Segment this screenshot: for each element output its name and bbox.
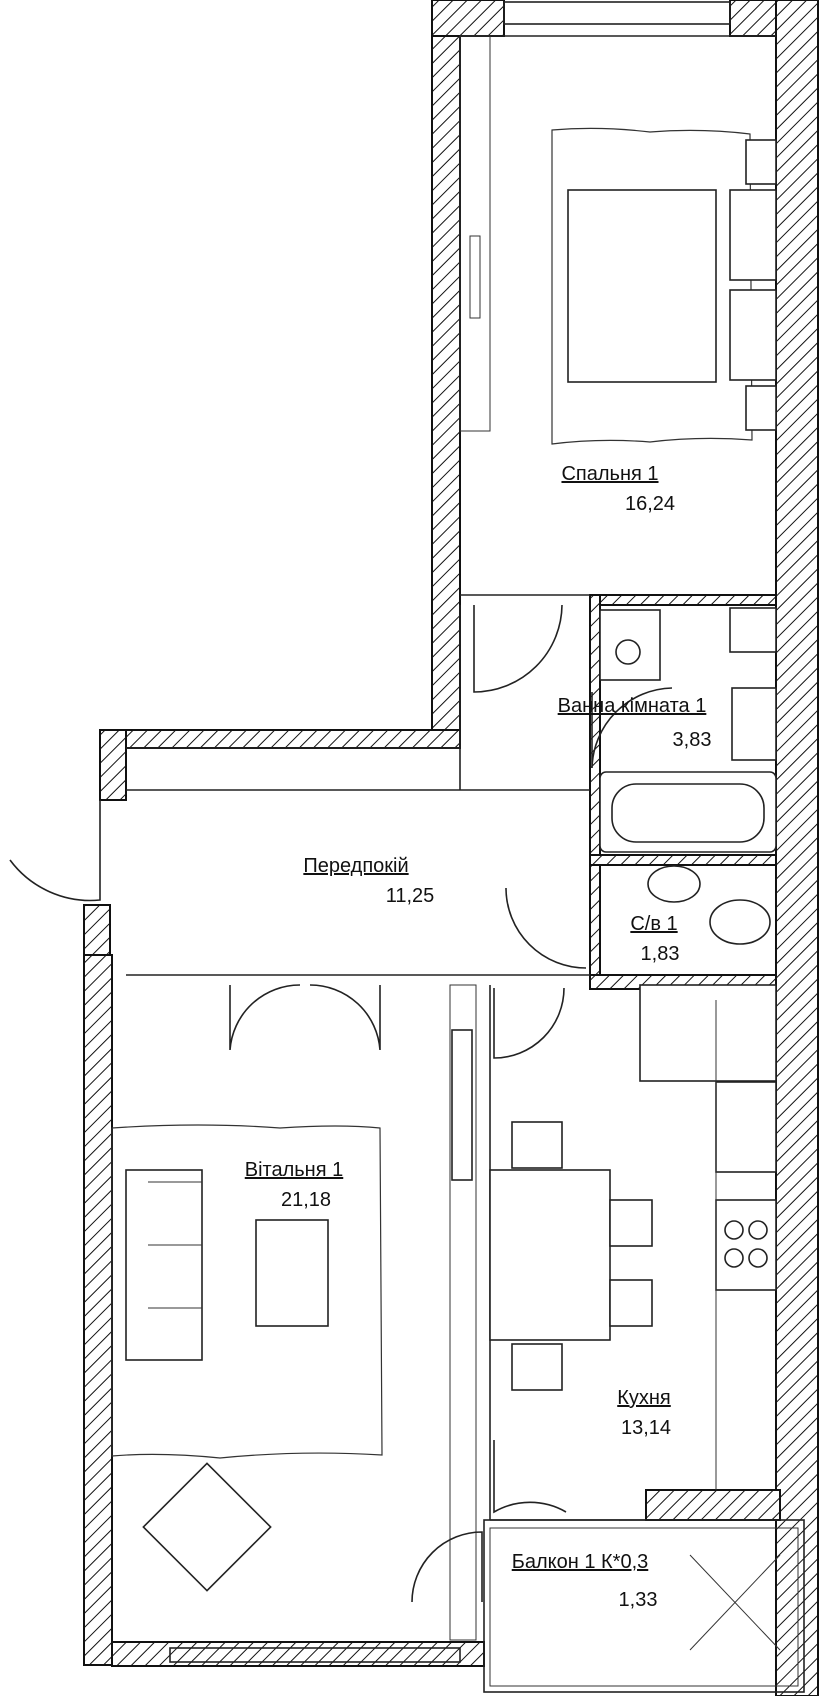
wardrobe-bedroom bbox=[459, 35, 491, 432]
towel-rack bbox=[729, 607, 777, 653]
toilet bbox=[709, 899, 771, 945]
bathroom-area: 3,83 bbox=[673, 729, 712, 751]
coffee-table bbox=[255, 1219, 329, 1327]
bedroom-area: 16,24 bbox=[625, 493, 675, 515]
kitchen-cabinet bbox=[639, 984, 777, 1082]
door-bathroom bbox=[591, 687, 673, 769]
doors bbox=[9, 604, 673, 1603]
living-area: 21,18 bbox=[281, 1189, 331, 1211]
bathroom-name: Ванна кімната 1 bbox=[558, 695, 707, 717]
wc-name: С/в 1 bbox=[630, 913, 677, 935]
pillow-bottom bbox=[729, 289, 777, 381]
hallway-name: Передпокій bbox=[303, 855, 408, 877]
kitchen-sink bbox=[715, 1081, 777, 1173]
wc-sink bbox=[647, 865, 701, 903]
wall-kitchen-bottom bbox=[645, 1489, 781, 1521]
nightstand-top bbox=[745, 139, 777, 185]
bedroom-rug bbox=[551, 127, 753, 445]
burner bbox=[724, 1248, 744, 1268]
wall-bedroom-left bbox=[431, 35, 461, 737]
living-rug bbox=[111, 1124, 383, 1459]
door-wc bbox=[505, 887, 587, 969]
room-labels: Спальня 1 16,24 Ванна кімната 1 3,83 Пер… bbox=[245, 463, 712, 1611]
wall-bath-top bbox=[589, 594, 777, 606]
chair bbox=[609, 1199, 653, 1247]
kitchen-hob bbox=[715, 1199, 777, 1291]
wall-hallway-top bbox=[99, 729, 461, 749]
wall-living-kitchen bbox=[449, 984, 477, 1641]
bath-sink bbox=[731, 687, 777, 761]
wc-area: 1,83 bbox=[641, 943, 680, 965]
sofa bbox=[125, 1169, 203, 1361]
living-name: Вітальня 1 bbox=[245, 1159, 344, 1181]
dining-table bbox=[489, 1169, 611, 1341]
bedroom-name: Спальня 1 bbox=[561, 463, 658, 485]
chair bbox=[511, 1121, 563, 1169]
wall-bath-wc bbox=[589, 854, 777, 866]
kitchen-area: 13,14 bbox=[621, 1417, 671, 1439]
burner bbox=[724, 1220, 744, 1240]
burner bbox=[748, 1220, 768, 1240]
window-top bbox=[503, 1, 731, 25]
door-bedroom bbox=[473, 604, 563, 693]
wall-top-left bbox=[431, 0, 505, 37]
washer-drum bbox=[615, 639, 641, 665]
balcony-name: Балкон 1 К*0,3 bbox=[512, 1551, 649, 1573]
wall-top-right bbox=[729, 0, 783, 37]
tv-stand bbox=[451, 1029, 473, 1181]
nightstand-bottom bbox=[745, 385, 777, 431]
furniture bbox=[111, 127, 777, 1592]
wall-left-upper bbox=[99, 729, 127, 801]
door-living-right bbox=[309, 984, 381, 1051]
balcony-area: 1,33 bbox=[619, 1589, 658, 1611]
bed bbox=[567, 189, 717, 383]
chair bbox=[511, 1343, 563, 1391]
hallway-area: 11,25 bbox=[386, 885, 435, 907]
pillow-top bbox=[729, 189, 777, 281]
wall-bath-left bbox=[589, 594, 601, 986]
bathtub-inner bbox=[611, 783, 765, 843]
door-living-left bbox=[229, 984, 301, 1051]
door-living-balcony bbox=[411, 1531, 483, 1603]
kitchen-name: Кухня bbox=[617, 1387, 671, 1409]
door-entrance bbox=[9, 800, 101, 902]
window-bottom bbox=[169, 1647, 461, 1663]
wall-left-mid bbox=[83, 904, 111, 956]
wall-right bbox=[775, 0, 819, 1696]
balcony-outline bbox=[483, 1519, 805, 1693]
door-kitchen bbox=[493, 987, 565, 1059]
wardrobe-handle bbox=[469, 235, 481, 319]
wall-left-lower bbox=[83, 954, 113, 1666]
balcony-inner bbox=[489, 1527, 799, 1687]
burner bbox=[748, 1248, 768, 1268]
armchair bbox=[142, 1462, 272, 1592]
balcony-cross bbox=[689, 1554, 781, 1651]
door-kitchen-balcony bbox=[493, 1440, 567, 1514]
chair bbox=[609, 1279, 653, 1327]
